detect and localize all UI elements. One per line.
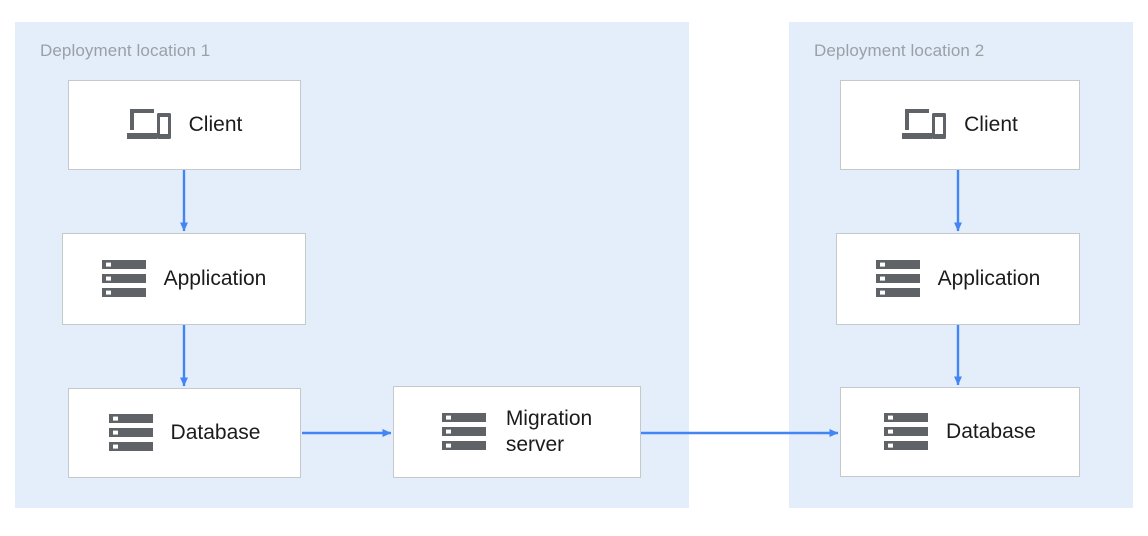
server-icon (441, 413, 486, 450)
node-application-1[interactable]: Application (62, 233, 306, 325)
node-label: Application (937, 267, 1041, 290)
devices-icon (902, 109, 947, 139)
deployment-location-1-label: Deployment location 1 (40, 41, 211, 60)
node-database-1[interactable]: Database (68, 388, 301, 478)
server-icon (875, 260, 920, 297)
server-icon (884, 413, 929, 450)
node-label: Database (946, 420, 1036, 443)
deployment-location-2-label: Deployment location 2 (814, 41, 985, 60)
node-label: Database (170, 421, 261, 444)
node-label: Client (964, 113, 1018, 136)
node-migration-server[interactable]: Migration server (393, 386, 641, 478)
node-database-2[interactable]: Database (840, 387, 1080, 477)
devices-icon (126, 109, 171, 139)
node-client-2[interactable]: Client (840, 80, 1080, 170)
node-client-1[interactable]: Client (68, 80, 301, 170)
node-label: Client (188, 113, 243, 136)
node-label: Application (163, 267, 267, 290)
node-label: Migration server (505, 407, 593, 456)
server-icon (101, 260, 146, 297)
server-icon (108, 414, 153, 451)
node-application-2[interactable]: Application (836, 233, 1080, 325)
